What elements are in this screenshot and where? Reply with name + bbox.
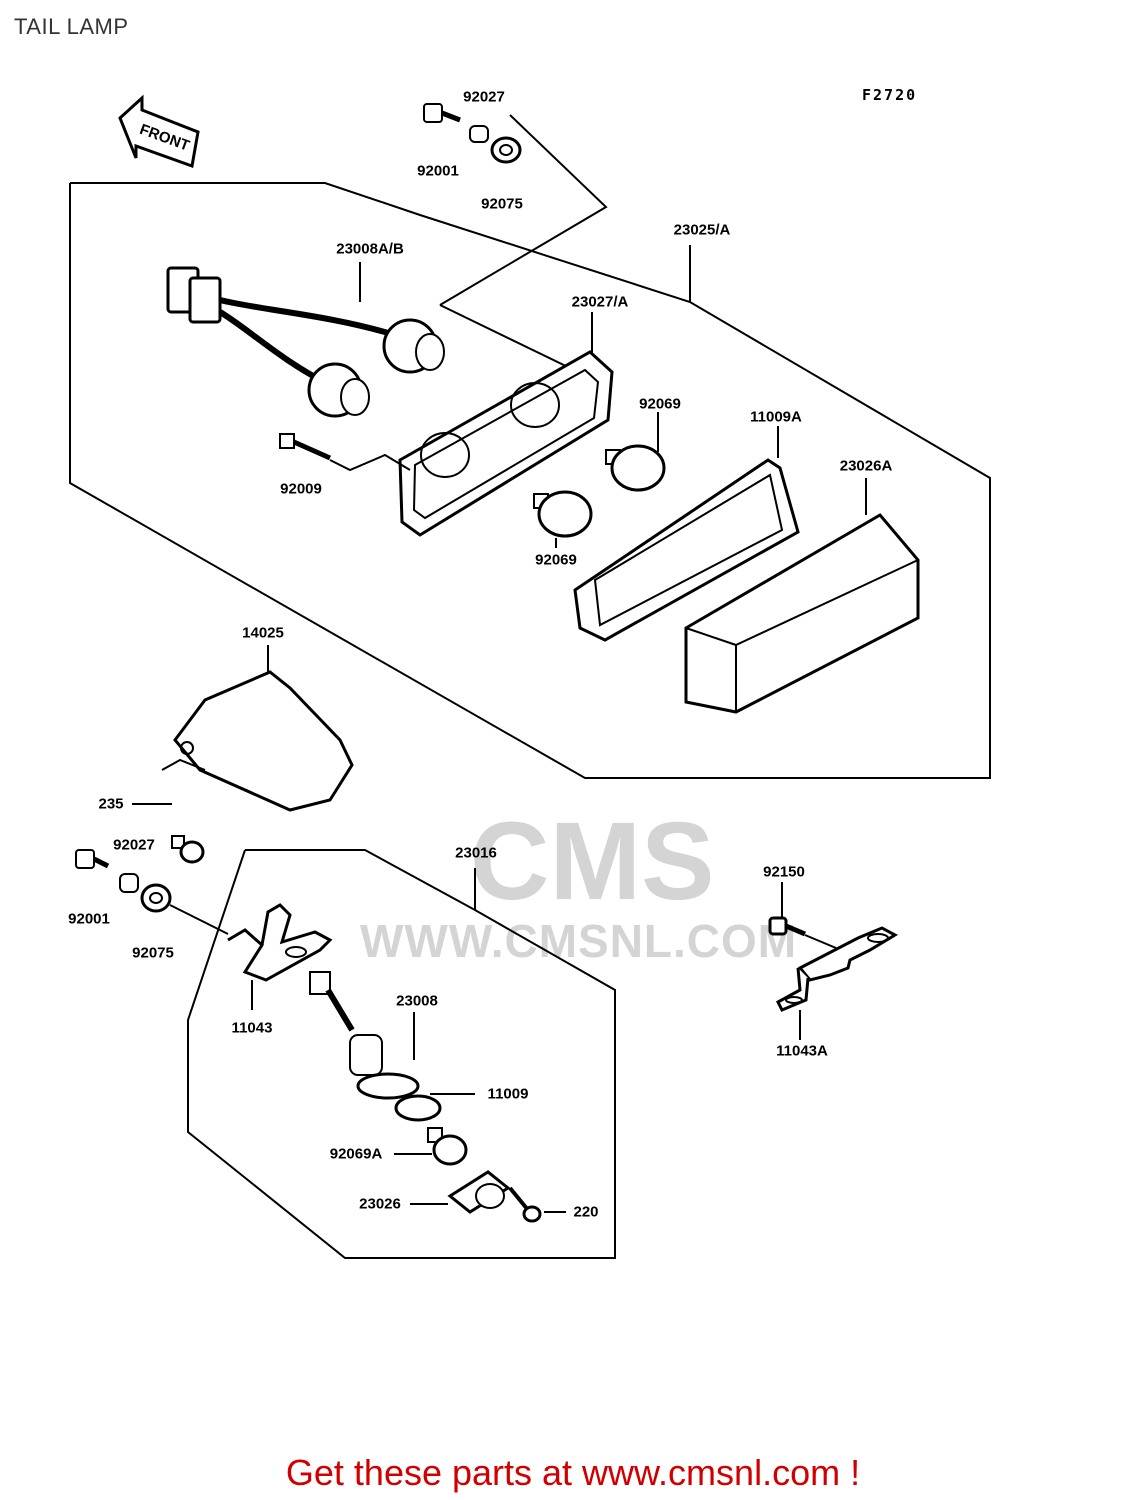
part-label-23027A: 23027/A	[571, 293, 629, 311]
part-label-23025A: 23025/A	[673, 221, 731, 239]
collar-92027-bottom-icon	[119, 873, 139, 893]
bulb-92069-b-icon	[533, 490, 593, 538]
part-label-92001-bottom: 92001	[68, 910, 110, 928]
part-label-23026A: 23026A	[839, 457, 893, 475]
gasket-11009A-icon	[573, 458, 800, 642]
part-label-235: 235	[98, 795, 124, 813]
leader-line	[804, 934, 837, 949]
leader-line	[169, 904, 229, 935]
part-label-92069-b: 92069	[535, 551, 577, 569]
screw-220-icon	[508, 1186, 542, 1223]
front-arrow-icon: FRONT	[118, 94, 200, 169]
bulb-92069A-icon	[427, 1127, 468, 1166]
footer-shop-link[interactable]: Get these parts at www.cmsnl.com !	[285, 1452, 861, 1493]
part-label-23008: 23008	[396, 992, 438, 1010]
part-label-92069A: 92069A	[329, 1145, 383, 1163]
part-label-92150: 92150	[763, 863, 805, 881]
lamp-housing-23027A-icon	[398, 350, 614, 537]
lens-23026-icon	[447, 1170, 511, 1214]
group-outline-top-hardware	[439, 114, 608, 306]
part-label-92075-bottom: 92075	[132, 944, 174, 962]
collar-92027-top-icon	[469, 125, 489, 143]
part-label-92001-top: 92001	[417, 162, 459, 180]
watermark-logo: CMS	[470, 800, 715, 923]
part-label-23026: 23026	[359, 1195, 401, 1213]
figure-code: F2720	[862, 86, 918, 104]
grommet-92075-top-icon	[490, 136, 522, 164]
part-label-23008AB: 23008A/B	[336, 240, 404, 258]
group-outline-23016	[187, 849, 616, 1259]
gasket-11009-icon	[394, 1094, 442, 1122]
wiring-harness-23008AB-icon	[166, 266, 445, 418]
part-label-11009: 11009	[487, 1085, 529, 1103]
part-label-92069-a: 92069	[639, 395, 681, 413]
group-outline-23025	[69, 182, 991, 779]
screw-235-icon	[171, 835, 205, 864]
part-label-14025: 14025	[242, 624, 284, 642]
bolt-92009-icon	[279, 433, 332, 461]
lens-23026A-icon	[684, 513, 920, 714]
part-label-23016: 23016	[455, 844, 497, 862]
part-label-92027-top: 92027	[463, 88, 505, 106]
leader-line	[161, 758, 206, 771]
cover-14025-icon	[173, 670, 354, 812]
bracket-11043-icon	[227, 903, 333, 982]
bolt-92001-top-icon	[423, 103, 461, 123]
part-label-92075-top: 92075	[481, 195, 523, 213]
part-label-92009: 92009	[280, 480, 322, 498]
part-label-11043A: 11043A	[776, 1042, 828, 1060]
page-title: TAIL LAMP	[14, 14, 129, 39]
part-label-11009A: 11009A	[750, 408, 802, 426]
bulb-92069-a-icon	[605, 444, 666, 492]
part-label-220: 220	[573, 1203, 599, 1221]
watermark-url: WWW.CMSNL.COM	[360, 915, 798, 967]
bolt-92001-bottom-icon	[75, 849, 110, 869]
part-label-11043: 11043	[231, 1019, 273, 1037]
part-label-92027-bottom: 92027	[113, 836, 155, 854]
screw-92150-icon	[768, 916, 806, 937]
socket-23008-icon	[309, 971, 420, 1100]
leader-line	[329, 453, 411, 472]
bracket-11043A-icon	[776, 926, 899, 1012]
grommet-92075-bottom-icon	[140, 883, 172, 913]
